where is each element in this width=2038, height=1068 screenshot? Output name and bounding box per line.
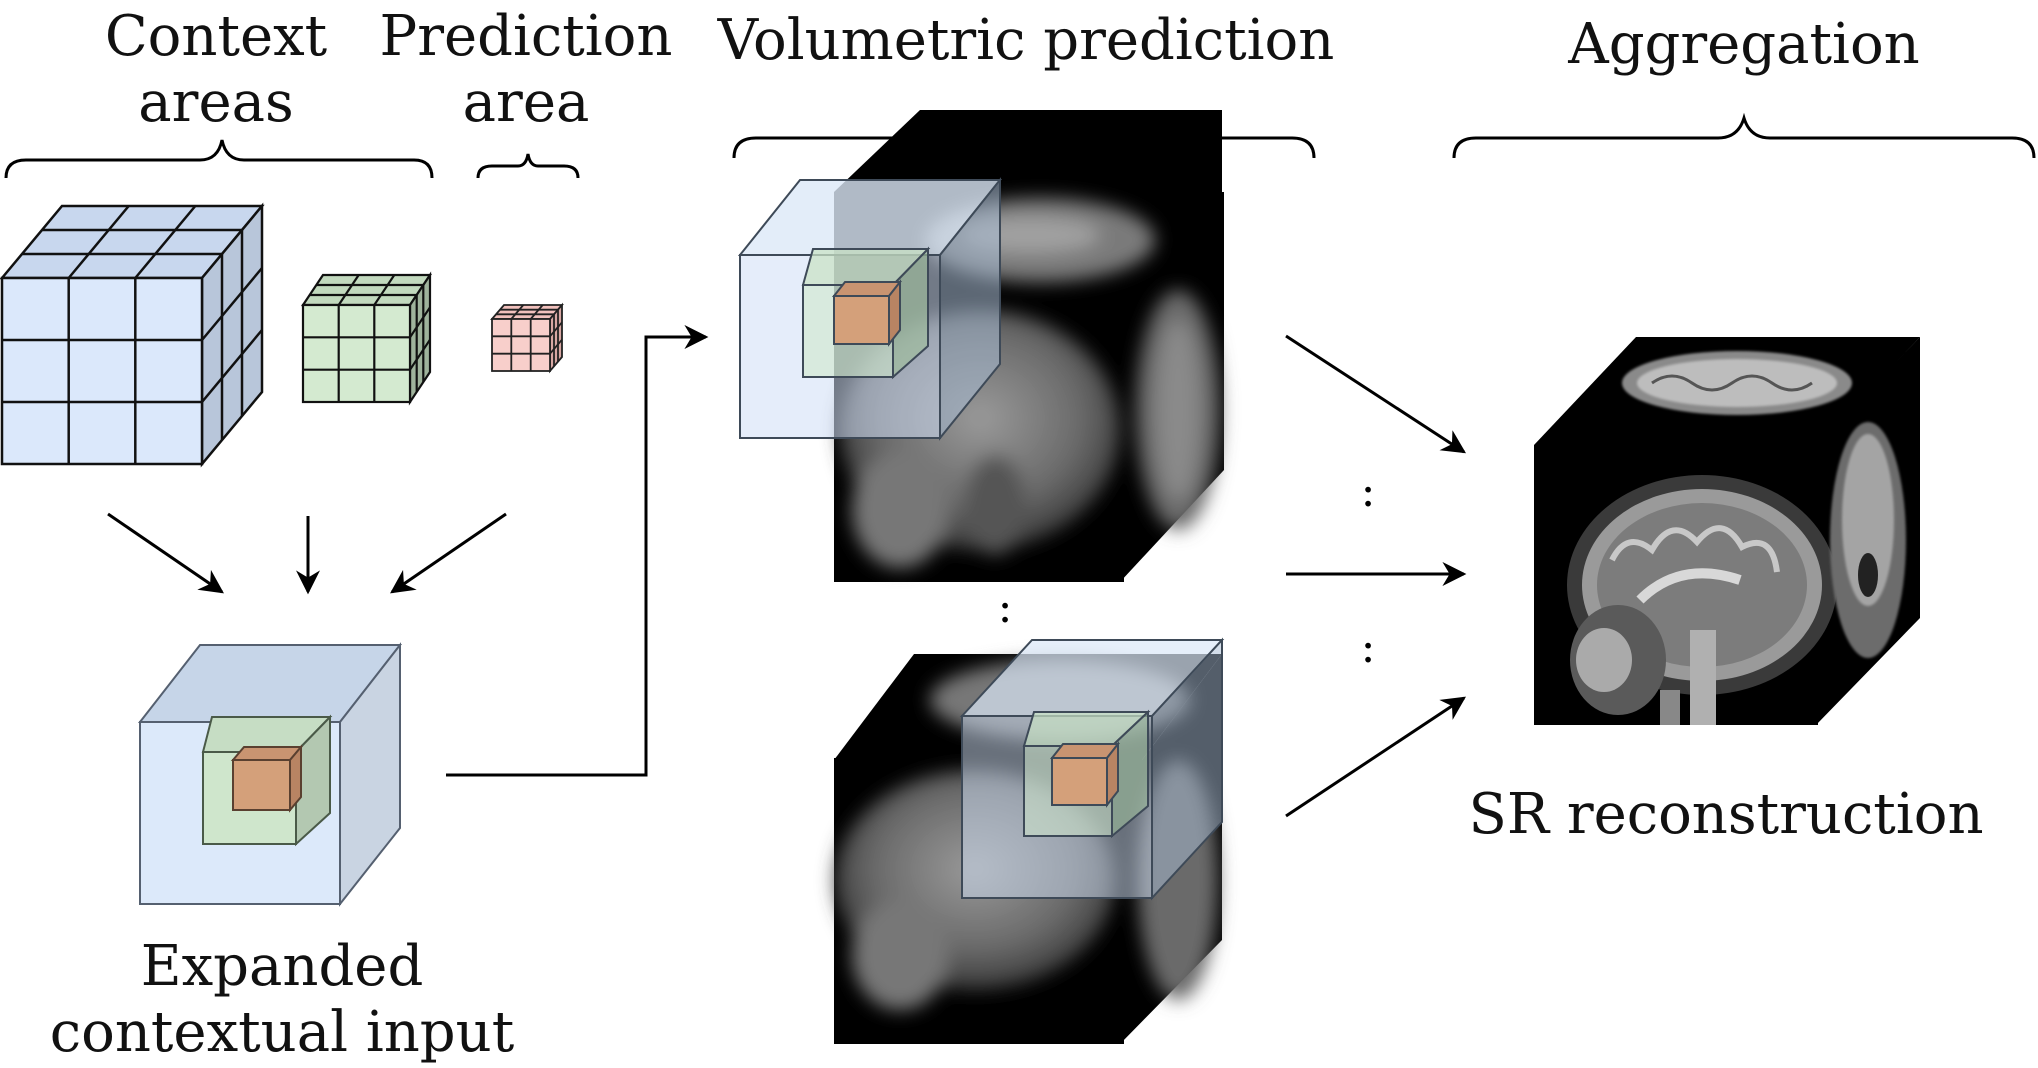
label-prediction-line2: area	[462, 70, 590, 135]
aggregation-arrows	[1285, 334, 1467, 818]
context-areas-cube	[0, 202, 265, 468]
label-prediction-line1: Prediction	[379, 4, 673, 69]
overlay-patch-top	[737, 177, 1003, 441]
ellipsis-middle: :	[998, 582, 1013, 633]
target-area-cube	[490, 302, 564, 374]
label-expanded-line2: contextual input	[49, 1000, 515, 1065]
label-expanded-line1: Expanded	[140, 934, 424, 999]
label-context-line1: Context	[104, 4, 328, 69]
overlay-patch-bottom	[959, 637, 1225, 901]
expanded-input-cube	[137, 642, 403, 907]
converging-arrows	[107, 512, 507, 595]
arrow-icon	[390, 512, 507, 594]
label-volumetric-prediction: Volumetric prediction	[717, 8, 1335, 73]
sr-reconstruction-cube	[1534, 337, 1920, 725]
label-aggregation: Aggregation	[1568, 12, 1920, 77]
ellipsis-lower: :	[1361, 622, 1376, 673]
label-expanded-input: Expanded contextual input	[50, 934, 514, 1066]
brace-aggregation	[1452, 112, 2036, 159]
brain-mri-cube-icon	[1567, 351, 1906, 725]
arrow-icon	[107, 512, 224, 594]
arrow-icon	[1285, 334, 1467, 454]
arrow-icon	[1285, 696, 1467, 818]
brace-prediction	[476, 153, 580, 179]
label-context-areas: Context areas	[105, 4, 327, 136]
label-sr-reconstruction: SR reconstruction	[1468, 782, 1984, 847]
label-context-line2: areas	[138, 70, 294, 135]
ellipsis-upper: :	[1361, 466, 1376, 517]
arrow-icon	[446, 325, 709, 777]
brace-context	[4, 139, 434, 179]
prediction-areas-cube	[300, 271, 433, 406]
label-prediction-area: Prediction area	[380, 4, 673, 136]
